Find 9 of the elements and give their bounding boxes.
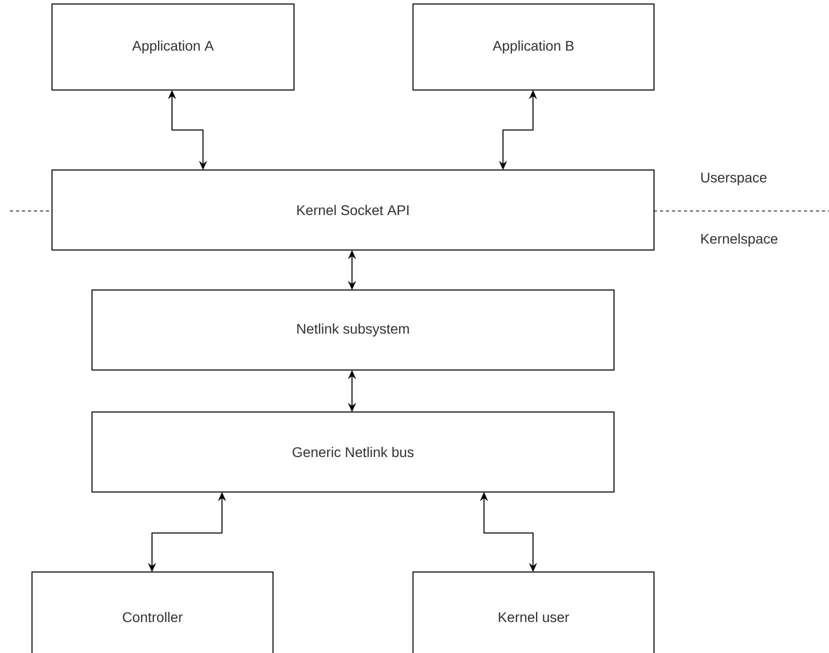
process-box: Controller (32, 572, 274, 653)
process-box: Kernel user (412, 572, 654, 653)
process-box: Kernel Socket API (52, 170, 654, 250)
region-label: Userspace (701, 172, 766, 186)
process-box: Generic Netlink bus (92, 412, 614, 492)
process-box: Netlink subsystem (92, 290, 614, 370)
process-box: Application B (412, 4, 654, 90)
region-label: Kernelspace (701, 233, 778, 247)
process-box: Application A (52, 4, 294, 90)
